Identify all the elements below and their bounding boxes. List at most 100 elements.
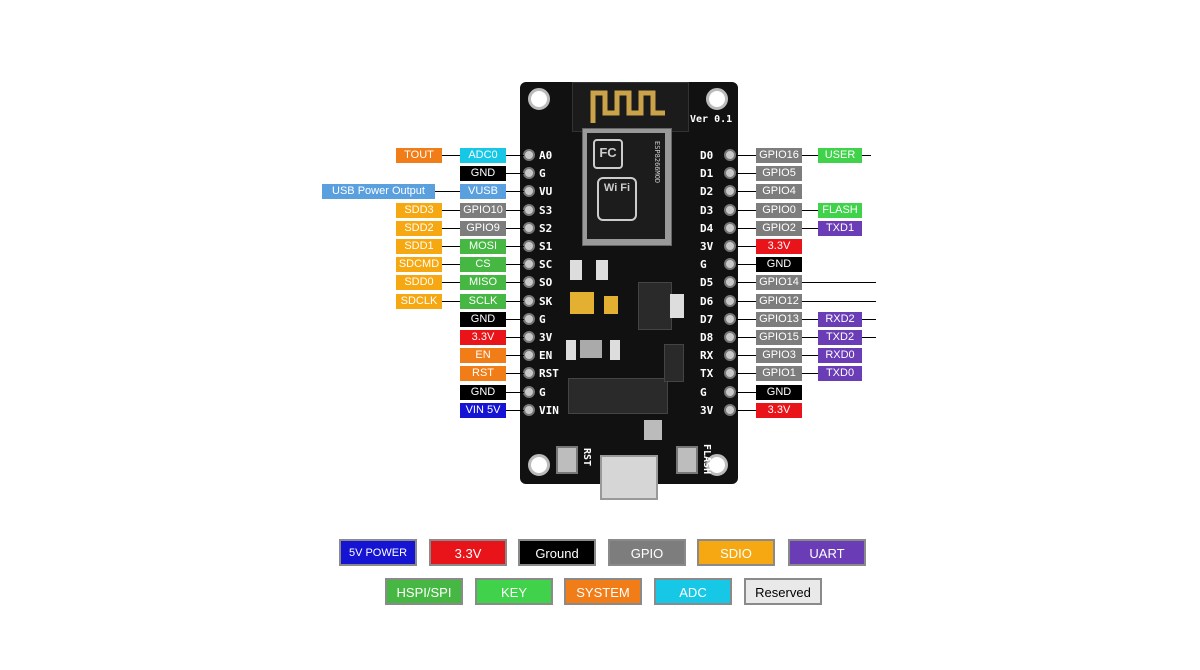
pin-function-label: VUSB (460, 184, 506, 199)
pin-connector-line (506, 191, 524, 192)
pin-pad-left (523, 258, 535, 270)
pin-connector-line (736, 246, 756, 247)
pin-alt-function-label: SDD2 (396, 221, 442, 236)
led (566, 340, 576, 360)
pin-function-label: RST (460, 366, 506, 381)
pin-silk-label: VIN (539, 404, 559, 417)
pin-connector-line (736, 337, 756, 338)
pin-pad-right (724, 222, 736, 234)
led-2 (644, 420, 662, 440)
legend-item: 3.3V (429, 539, 507, 566)
pin-silk-label: D1 (700, 167, 714, 180)
resistor-2 (610, 340, 620, 360)
rst-button[interactable] (556, 446, 578, 474)
version-label: Ver 0.1 (690, 114, 733, 125)
pin-alt-function-label: TXD2 (818, 330, 862, 345)
pin-silk-label: G (700, 258, 707, 271)
transistor (664, 344, 684, 382)
pin-connector-line (802, 319, 818, 320)
pin-function-label: 3.3V (756, 403, 802, 418)
pin-pad-left (523, 295, 535, 307)
pin-connector-line (802, 337, 818, 338)
pin-function-label: 3.3V (460, 330, 506, 345)
pin-alt-function-label: SDD0 (396, 275, 442, 290)
flash-button[interactable] (676, 446, 698, 474)
diode (670, 294, 684, 318)
pin-pad-left (523, 367, 535, 379)
pin-silk-label: VU (539, 185, 553, 198)
pin-connector-line (506, 373, 524, 374)
pin-connector-line (736, 319, 756, 320)
pin-connector-line (506, 319, 524, 320)
pin-alt-function-label: RXD2 (818, 312, 862, 327)
pin-function-label: GND (460, 312, 506, 327)
pin-function-label: VIN 5V (460, 403, 506, 418)
pin-pad-right (724, 276, 736, 288)
pin-function-label: GPIO5 (756, 166, 802, 181)
pin-connector-line (802, 228, 818, 229)
pin-connector-line (506, 355, 524, 356)
pin-pad-left (523, 313, 535, 325)
pin-pad-right (724, 167, 736, 179)
pin-function-label: GND (460, 166, 506, 181)
pin-pad-right (724, 349, 736, 361)
pin-silk-label: G (700, 386, 707, 399)
micro-usb-port[interactable] (600, 455, 658, 500)
usb-serial-chip (568, 378, 668, 414)
mount-hole-bottom-left (528, 454, 550, 476)
pin-silk-label: SK (539, 295, 553, 308)
pin-pad-left (523, 349, 535, 361)
pin-silk-label: G (539, 313, 546, 326)
pin-alt-function-label: TXD1 (818, 221, 862, 236)
pin-connector-line (442, 210, 460, 211)
pin-function-label: MISO (460, 275, 506, 290)
pin-connector-line (506, 246, 524, 247)
antenna-trace-icon (590, 90, 665, 123)
pin-function-label: EN (460, 348, 506, 363)
pin-alt-function-label: USER (818, 148, 862, 163)
pin-alt-function-label: FLASH (818, 203, 862, 218)
pin-silk-label: D8 (700, 331, 714, 344)
legend-item: SDIO (697, 539, 775, 566)
pin-silk-label: S1 (539, 240, 553, 253)
pin-function-label: GPIO10 (460, 203, 506, 218)
pin-silk-label: 3V (700, 404, 714, 417)
pin-alt-function-label: RXD0 (818, 348, 862, 363)
crystal (580, 340, 602, 358)
pin-connector-line (506, 282, 524, 283)
pin-function-label: GPIO4 (756, 184, 802, 199)
pin-pad-left (523, 149, 535, 161)
pin-function-label: CS (460, 257, 506, 272)
pin-connector-line (736, 155, 756, 156)
pin-silk-label: D3 (700, 204, 714, 217)
pin-silk-label: D5 (700, 276, 714, 289)
pin-silk-label: SC (539, 258, 553, 271)
pin-connector-line (736, 392, 756, 393)
pin-connector-line (442, 282, 460, 283)
pin-connector-line (442, 301, 460, 302)
pin-alt-function-label: TXD0 (818, 366, 862, 381)
legend-item: Reserved (744, 578, 822, 605)
voltage-regulator (638, 282, 672, 330)
pin-pad-left (523, 276, 535, 288)
resistor (596, 260, 608, 280)
pin-pad-left (523, 167, 535, 179)
pin-extension-line (862, 337, 876, 338)
pin-function-label: GPIO1 (756, 366, 802, 381)
pin-connector-line (506, 155, 524, 156)
pin-function-label: GPIO14 (756, 275, 802, 290)
pin-function-label: GPIO9 (460, 221, 506, 236)
pin-connector-line (506, 301, 524, 302)
pin-connector-line (506, 410, 524, 411)
flash-silk-label: FLASH (701, 444, 712, 475)
pin-function-label: GPIO3 (756, 348, 802, 363)
pin-extension-line (802, 301, 876, 302)
pin-function-label: GND (460, 385, 506, 400)
pin-function-label: GPIO2 (756, 221, 802, 236)
pin-connector-line (736, 173, 756, 174)
pin-connector-line (506, 210, 524, 211)
legend-item: UART (788, 539, 866, 566)
pin-pad-right (724, 313, 736, 325)
pin-silk-label: RST (539, 367, 559, 380)
pin-silk-label: G (539, 167, 546, 180)
